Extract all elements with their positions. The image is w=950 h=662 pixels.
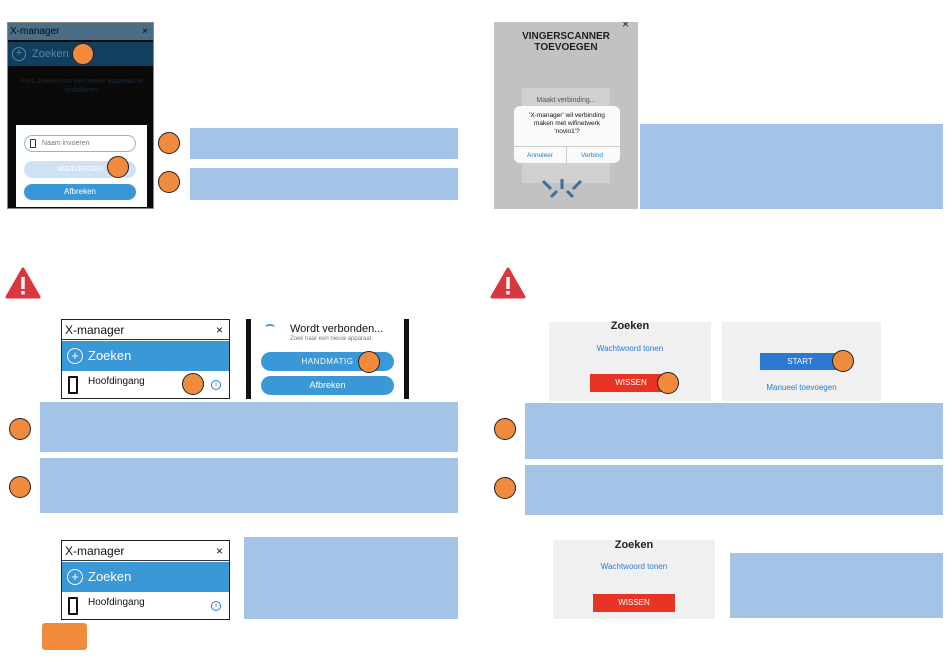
phone-icon — [68, 376, 78, 394]
screen-start: START Manueel toevoegen — [722, 322, 881, 401]
marker-callout-6 — [494, 477, 516, 499]
screen-wifi-dialog: VINGERSCANNER TOEVOEGEN × Maakt verbindi… — [494, 22, 638, 209]
callout-box — [640, 124, 943, 209]
search-label: Zoeken — [32, 48, 69, 60]
app-title-bar: X-manager × — [62, 541, 229, 561]
marker-callout-5 — [494, 418, 516, 440]
delete-button[interactable]: WISSEN — [593, 594, 675, 612]
app-title: X-manager — [10, 26, 60, 37]
hint-text: Kies Zoeken om een nieuw apparaat te ins… — [21, 78, 143, 94]
dialog-connect-button[interactable]: Verbind — [581, 152, 604, 159]
close-icon[interactable]: × — [215, 544, 223, 558]
cancel-button[interactable]: Afbreken — [261, 376, 394, 395]
close-icon[interactable]: × — [622, 22, 630, 31]
marker-search — [72, 43, 94, 65]
marker-callout-2 — [158, 171, 180, 193]
callout-box — [525, 403, 943, 459]
app-title-bar: X-manager × — [8, 23, 153, 40]
device-label: Hoofdingang — [88, 376, 145, 387]
dialog-message: 'X-manager' wil verbinding maken met wif… — [529, 112, 605, 135]
plus-circle-icon: + — [12, 47, 26, 61]
wifi-dialog: 'X-manager' wil verbinding maken met wif… — [514, 106, 620, 163]
fingerprint-icon — [541, 179, 583, 199]
status-title: Wordt verbonden... — [290, 323, 384, 335]
close-icon[interactable]: × — [215, 323, 223, 337]
screen-connecting: Wordt verbonden... Zoek naar een nieuw a… — [246, 319, 409, 399]
marker-delete — [657, 372, 679, 394]
screen-title: Zoeken — [614, 539, 654, 551]
phone-icon — [30, 139, 36, 148]
delete-button[interactable]: WISSEN — [590, 374, 672, 392]
show-password-link[interactable]: Wachtwoord tonen — [600, 562, 668, 571]
callout-box — [244, 537, 458, 619]
marker-save — [107, 156, 129, 178]
callout-box — [40, 402, 458, 452]
phone-icon — [68, 597, 78, 615]
orange-tag — [42, 623, 87, 650]
search-label: Zoeken — [88, 348, 132, 363]
name-input[interactable]: Naam invoeren — [24, 135, 136, 152]
device-label: Hoofdingang — [88, 597, 145, 608]
warning-icon — [5, 267, 41, 299]
divider — [514, 146, 620, 147]
dialog-cancel-button[interactable]: Annuleer — [527, 152, 554, 159]
show-password-link[interactable]: Wachtwoord tonen — [596, 344, 664, 353]
name-input-placeholder: Naam invoeren — [42, 140, 90, 147]
screen-device-list: X-manager × + Zoeken Hoofdingang i — [61, 319, 230, 399]
status-subtitle: Zoek naar een nieuw apparaat. — [290, 336, 374, 342]
callout-box — [525, 465, 943, 515]
marker-manual — [358, 351, 380, 373]
marker-callout-1 — [158, 132, 180, 154]
connecting-text: Maakt verbinding... — [536, 97, 596, 104]
screen-heading: VINGERSCANNER TOEVOEGEN — [522, 31, 610, 53]
marker-callout-3 — [9, 418, 31, 440]
callout-box — [730, 553, 943, 618]
screen-device-list-final: X-manager × + Zoeken Hoofdingang i — [61, 540, 230, 620]
app-title-bar: X-manager × — [62, 320, 229, 340]
divider — [566, 146, 567, 163]
info-icon[interactable]: i — [211, 601, 221, 611]
search-button[interactable]: + Zoeken — [62, 562, 229, 592]
search-label: Zoeken — [88, 569, 132, 584]
plus-circle-icon: + — [67, 569, 83, 585]
warning-icon — [490, 267, 526, 299]
start-button[interactable]: START — [760, 353, 840, 370]
app-title: X-manager — [65, 323, 125, 337]
marker-callout-4 — [9, 476, 31, 498]
search-button[interactable]: + Zoeken — [62, 341, 229, 371]
marker-device — [182, 373, 204, 395]
screen-title: Zoeken — [610, 320, 650, 332]
device-row[interactable]: Hoofdingang i — [62, 372, 229, 398]
marker-start — [832, 350, 854, 372]
device-row[interactable]: Hoofdingang i — [62, 593, 229, 619]
screen-search-password: Zoeken Wachtwoord tonen WISSEN — [549, 320, 711, 401]
cancel-button[interactable]: Afbreken — [24, 184, 136, 200]
callout-box — [190, 168, 458, 200]
callout-box — [40, 458, 458, 513]
manual-add-link[interactable]: Manueel toevoegen — [766, 383, 837, 392]
close-icon[interactable]: × — [142, 26, 148, 37]
plus-circle-icon: + — [67, 348, 83, 364]
info-icon[interactable]: i — [211, 380, 221, 390]
callout-box — [190, 128, 458, 159]
app-title: X-manager — [65, 544, 125, 558]
screen-search-password-final: Zoeken Wachtwoord tonen WISSEN — [553, 539, 715, 619]
spinner-icon — [265, 324, 275, 330]
